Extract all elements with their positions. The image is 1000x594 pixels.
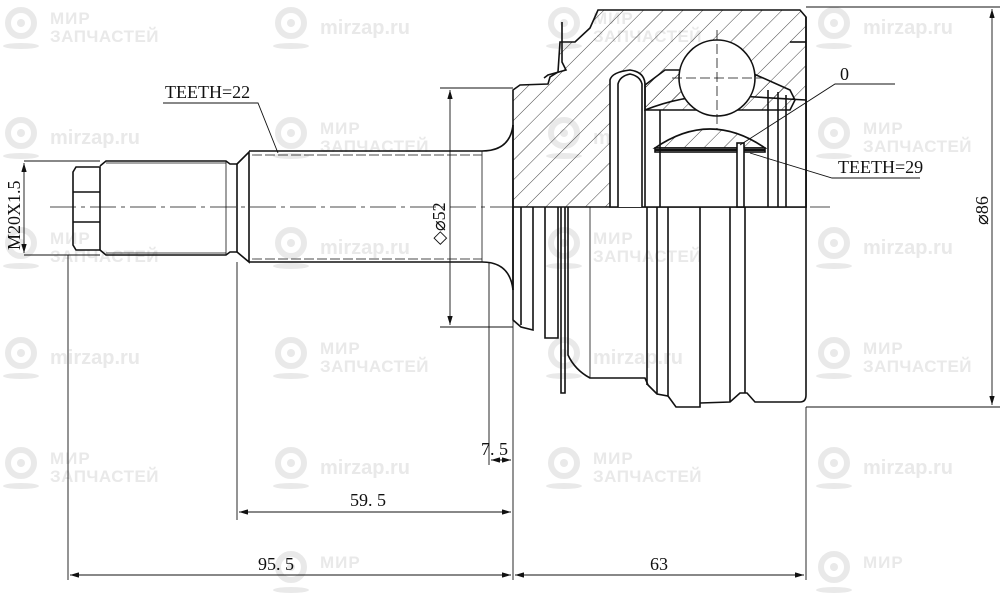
dimension-labels: TEETH=22 TEETH=29 0 M20X1.5 ◇⌀52 ⌀86 7. … xyxy=(4,64,992,574)
part-outline xyxy=(50,9,830,408)
ball-cage-assembly xyxy=(644,17,807,208)
label-abs-zero: 0 xyxy=(840,64,849,84)
label-thread-m20: M20X1.5 xyxy=(4,180,24,250)
label-dim-95-5: 95. 5 xyxy=(258,554,294,574)
label-spline-dia-52: ◇⌀52 xyxy=(429,202,449,245)
label-dim-7-5: 7. 5 xyxy=(481,439,508,459)
spline-shaft xyxy=(249,124,514,291)
label-outer-dia-86: ⌀86 xyxy=(972,196,992,225)
bell-housing-exterior xyxy=(512,207,807,408)
label-teeth-22: TEETH=22 xyxy=(165,82,250,102)
dimensions xyxy=(21,6,1000,580)
label-dim-63: 63 xyxy=(650,554,668,574)
label-teeth-29: TEETH=29 xyxy=(838,157,923,177)
label-dim-59-5: 59. 5 xyxy=(350,490,386,510)
threaded-stub xyxy=(72,150,250,264)
